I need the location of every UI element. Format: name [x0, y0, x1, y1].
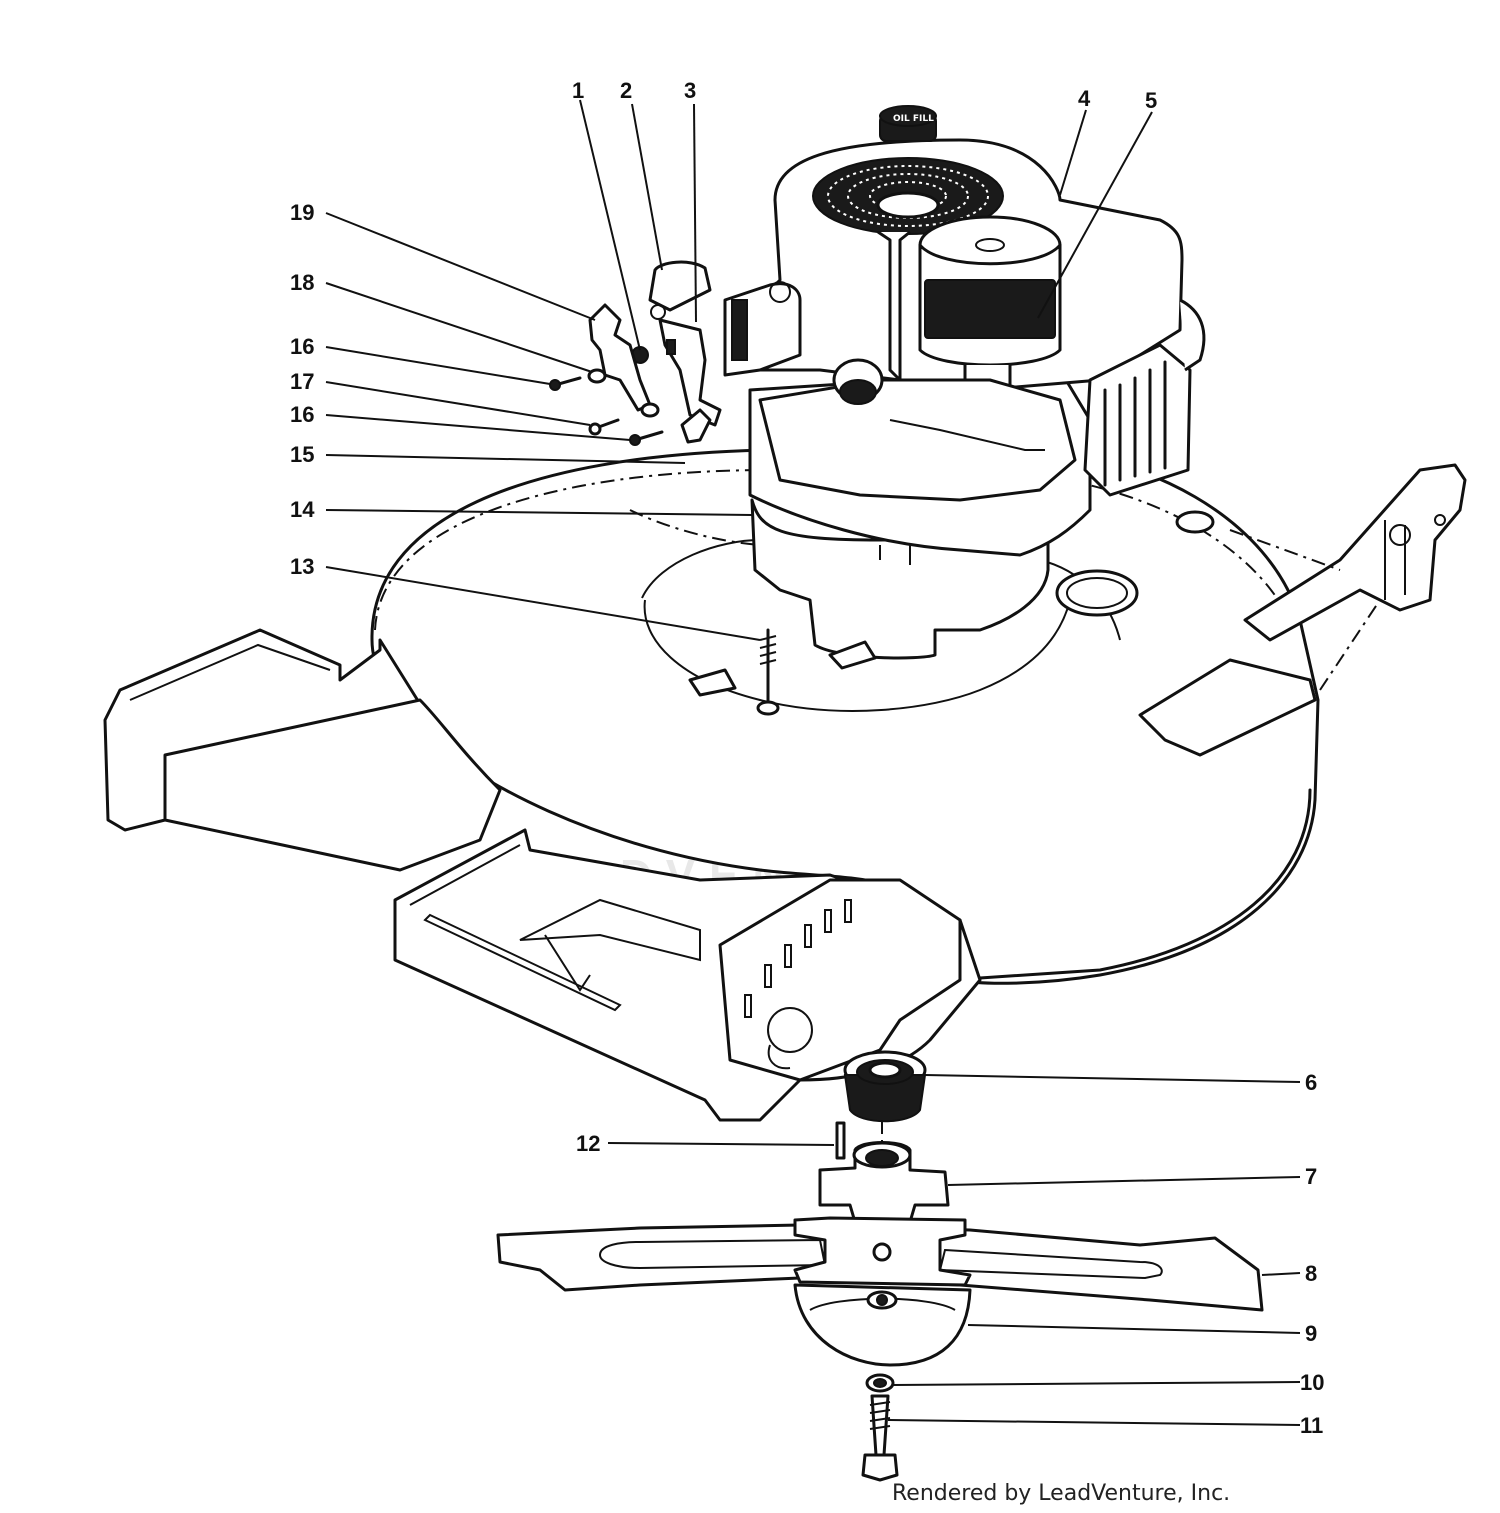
callout-12: 12	[576, 1131, 600, 1156]
callout-labels: 1 2 3 4 5 6 7 8 9 10 11 12 13 14 15 16 1…	[290, 78, 1324, 1438]
cylinder-fins	[1083, 298, 1206, 497]
callout-5: 5	[1145, 88, 1157, 113]
callout-15: 15	[290, 442, 314, 467]
part-8-blade	[496, 1216, 1264, 1312]
callout-11: 11	[1300, 1413, 1323, 1438]
fuel-tank	[758, 358, 1077, 502]
callout-17: 17	[290, 369, 314, 394]
handle-bracket	[1138, 463, 1467, 757]
part-10-washer	[865, 1373, 895, 1393]
callout-2: 2	[620, 78, 632, 103]
callout-16-lower: 16	[290, 402, 314, 427]
leader-lines	[325, 99, 1301, 1426]
callout-9: 9	[1305, 1321, 1317, 1346]
callout-10: 10	[1300, 1370, 1324, 1395]
mounting-bolt	[756, 628, 780, 716]
callout-8: 8	[1305, 1261, 1317, 1286]
callout-6: 6	[1305, 1070, 1317, 1095]
callout-4: 4	[1078, 86, 1091, 111]
part-11-bolt	[861, 1394, 899, 1482]
oil-fill-cap: OIL FILL	[879, 105, 937, 142]
oil-cap-label: OIL FILL	[893, 114, 934, 124]
part-6-bearing	[843, 1050, 927, 1123]
callout-16-upper: 16	[290, 334, 314, 359]
callout-13: 13	[290, 554, 314, 579]
screw-16a	[549, 376, 582, 391]
engine: OIL FILL	[723, 105, 1206, 565]
throttle-linkage	[549, 260, 722, 446]
screw-16b	[629, 430, 664, 446]
callout-19: 19	[290, 200, 314, 225]
rear-baffle	[393, 828, 982, 1122]
callout-3: 3	[684, 78, 696, 103]
part-2-clip	[648, 260, 712, 312]
part-15-clip	[680, 408, 712, 444]
part-3-lever	[658, 318, 722, 427]
callout-18: 18	[290, 270, 314, 295]
screw-17	[588, 418, 620, 436]
callout-7: 7	[1305, 1164, 1317, 1189]
discharge-chute	[103, 628, 502, 872]
part-9-stiffener	[793, 1283, 972, 1367]
callout-14: 14	[290, 497, 315, 522]
render-credit: Rendered by LeadVenture, Inc.	[892, 1481, 1230, 1506]
part-12-key	[835, 1121, 846, 1160]
part-18-washer	[587, 368, 607, 384]
callout-1: 1	[572, 78, 584, 103]
blade-assembly	[496, 1050, 1264, 1482]
height-adjust-slots	[744, 899, 852, 1018]
